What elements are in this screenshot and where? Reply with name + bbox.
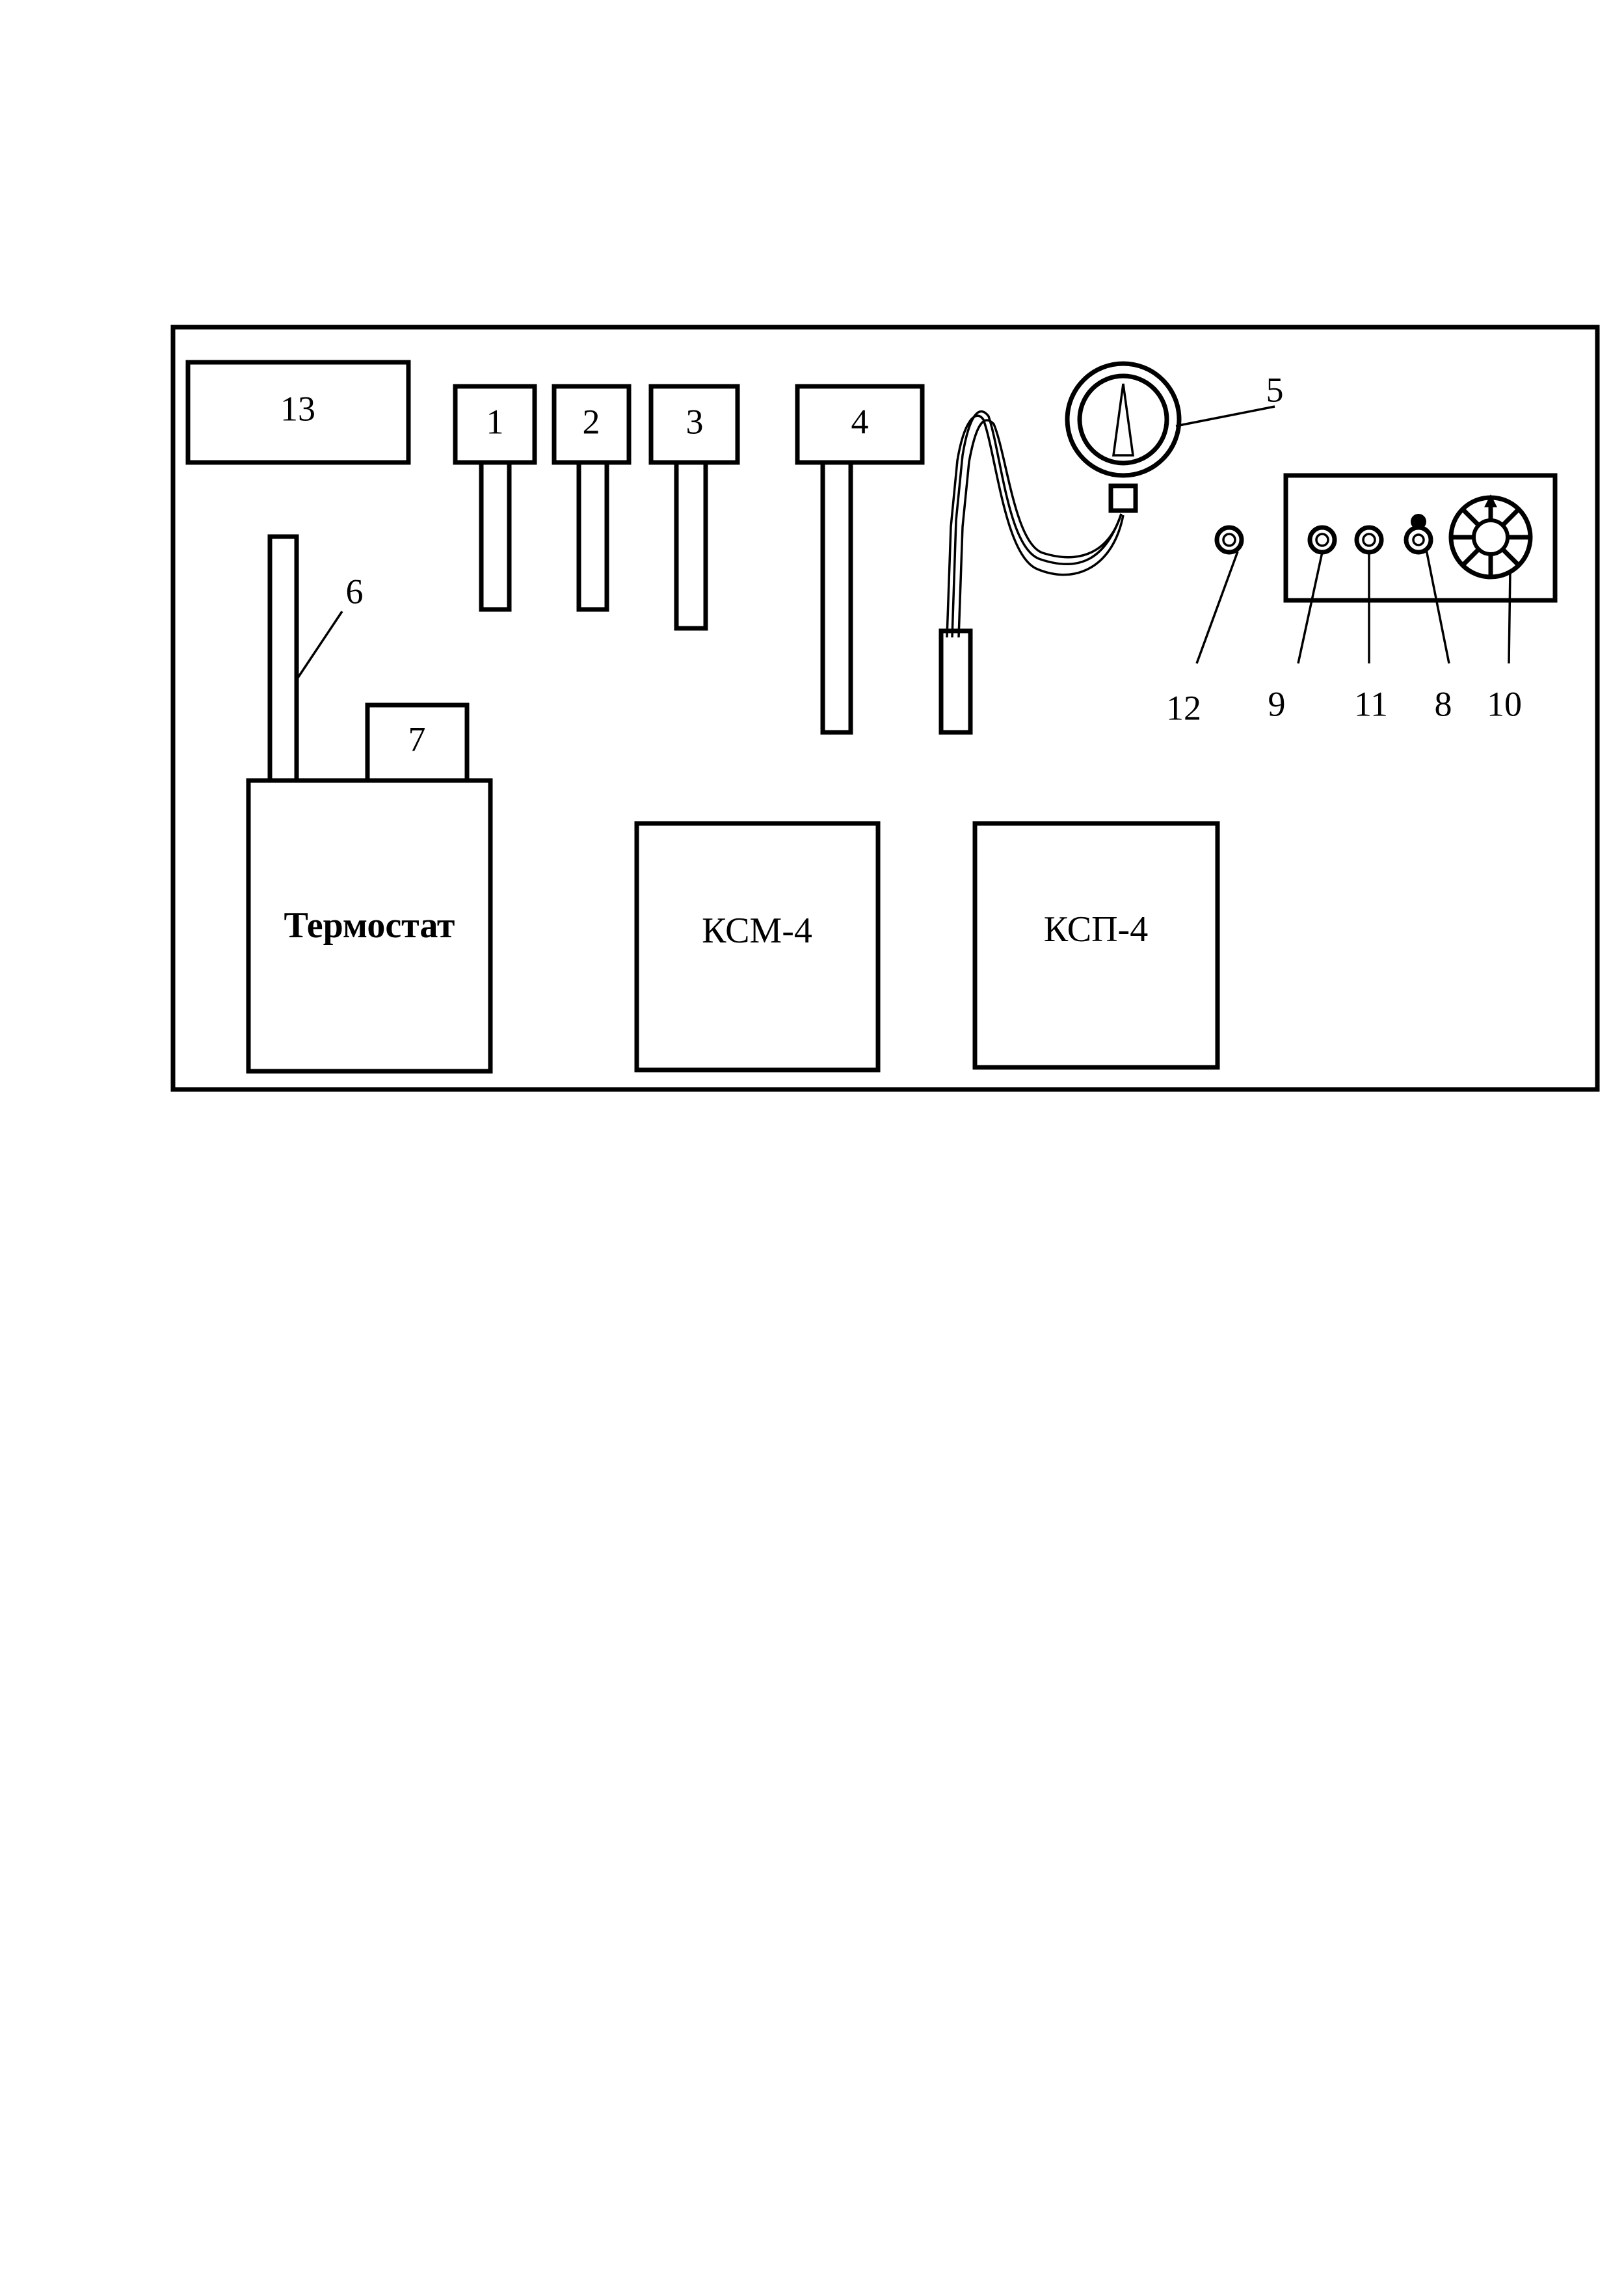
manometric-thermometer-5: 5 — [938, 361, 1284, 735]
label-12: 12 — [1166, 688, 1201, 727]
label-3: 3 — [686, 402, 704, 441]
label-5: 5 — [1266, 370, 1284, 409]
ksm-4-unit: КСМ-4 — [634, 821, 881, 1073]
label-4: 4 — [851, 402, 869, 441]
toggle-switch-8 — [1404, 525, 1433, 555]
label-6: 6 — [346, 572, 364, 611]
label-11: 11 — [1354, 684, 1388, 723]
label-7: 7 — [408, 719, 426, 758]
socket-12: 12 — [1166, 525, 1244, 727]
ksp-4-unit: КСП-4 — [972, 821, 1220, 1070]
thermostat-unit: 6 7 Термостат — [246, 534, 493, 1074]
label-10: 10 — [1487, 684, 1522, 723]
stand-frame — [170, 325, 1600, 1092]
thermometer-4: 4 — [795, 384, 925, 735]
control-panel — [1283, 473, 1558, 664]
thermometer-6 — [267, 534, 299, 783]
socket-11 — [1354, 525, 1384, 555]
label-9: 9 — [1268, 684, 1286, 723]
socket-9 — [1307, 525, 1337, 555]
block-13: 13 — [185, 360, 411, 465]
ksm-4-label: КСМ-4 — [702, 911, 812, 951]
label-13: 13 — [280, 389, 315, 428]
label-1: 1 — [486, 402, 504, 441]
thermometer-3: 3 — [648, 384, 740, 631]
thermostat-box — [246, 778, 493, 1074]
gauge-dial-inner — [1077, 373, 1169, 466]
ksp-4-label: КСП-4 — [1044, 909, 1148, 950]
gauge-stem — [1108, 483, 1138, 513]
gauge-dial-outer — [1065, 361, 1182, 478]
capillary-tube — [951, 410, 1123, 638]
knob-10 — [1448, 494, 1533, 580]
thermometer-1: 1 — [453, 384, 537, 612]
thermometer-2: 2 — [552, 384, 632, 612]
thermostat-label: Термостат — [284, 905, 455, 946]
label-8: 8 — [1435, 684, 1452, 723]
label-2: 2 — [583, 402, 600, 441]
probe — [938, 628, 973, 735]
gauge-needle — [1112, 383, 1135, 457]
